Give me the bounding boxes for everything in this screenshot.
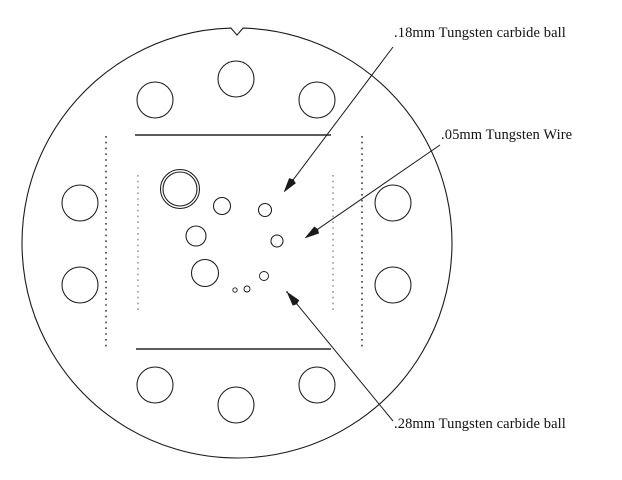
feature-ball-medium-b xyxy=(185,225,207,247)
feature-ball-large-c xyxy=(190,258,220,288)
label-ball-18: .18mm Tungsten carbide ball xyxy=(394,25,566,41)
mounting-hole-left-upper xyxy=(61,184,99,222)
leader-arrowhead-ball-28 xyxy=(286,291,300,306)
leader-line-wire-05 xyxy=(316,144,441,231)
mounting-holes-group xyxy=(61,60,412,424)
mounting-hole-top-left xyxy=(136,81,174,119)
label-wire-05: .05mm Tungsten Wire xyxy=(441,127,573,143)
mounting-hole-right-upper xyxy=(374,184,412,222)
disc-outline xyxy=(21,27,453,459)
feature-ball-tiny-h xyxy=(232,287,238,293)
mounting-hole-right-lower xyxy=(374,266,412,304)
feature-ball-tiny-g xyxy=(243,285,251,293)
dotted-lines-group xyxy=(105,136,363,350)
feature-ball-small-d xyxy=(257,202,273,218)
feature-large-ring-inner xyxy=(162,171,198,207)
mounting-hole-top-center xyxy=(217,60,255,98)
mounting-hole-top-right xyxy=(298,81,336,119)
mounting-hole-bottom-center xyxy=(217,386,255,424)
mounting-hole-bottom-left xyxy=(136,366,174,404)
solid-lines-group xyxy=(135,134,331,350)
leader-line-ball-28 xyxy=(295,302,394,422)
feature-ball-medium-a xyxy=(212,196,232,216)
feature-large-ring-outer xyxy=(159,168,201,210)
feature-ball-tiny-f xyxy=(259,271,269,281)
leader-arrowhead-ball-18 xyxy=(283,178,296,193)
leader-arrows-group xyxy=(283,46,441,422)
disc-outline-group xyxy=(21,27,453,459)
leader-line-ball-18 xyxy=(292,46,394,182)
label-ball-28: .28mm Tungsten carbide ball xyxy=(394,416,566,432)
feature-ball-small-e xyxy=(270,234,284,248)
mounting-hole-left-lower xyxy=(61,266,99,304)
specimen-features-group xyxy=(159,168,288,293)
leader-arrowhead-wire-05 xyxy=(304,226,320,239)
mounting-hole-bottom-right xyxy=(298,366,336,404)
